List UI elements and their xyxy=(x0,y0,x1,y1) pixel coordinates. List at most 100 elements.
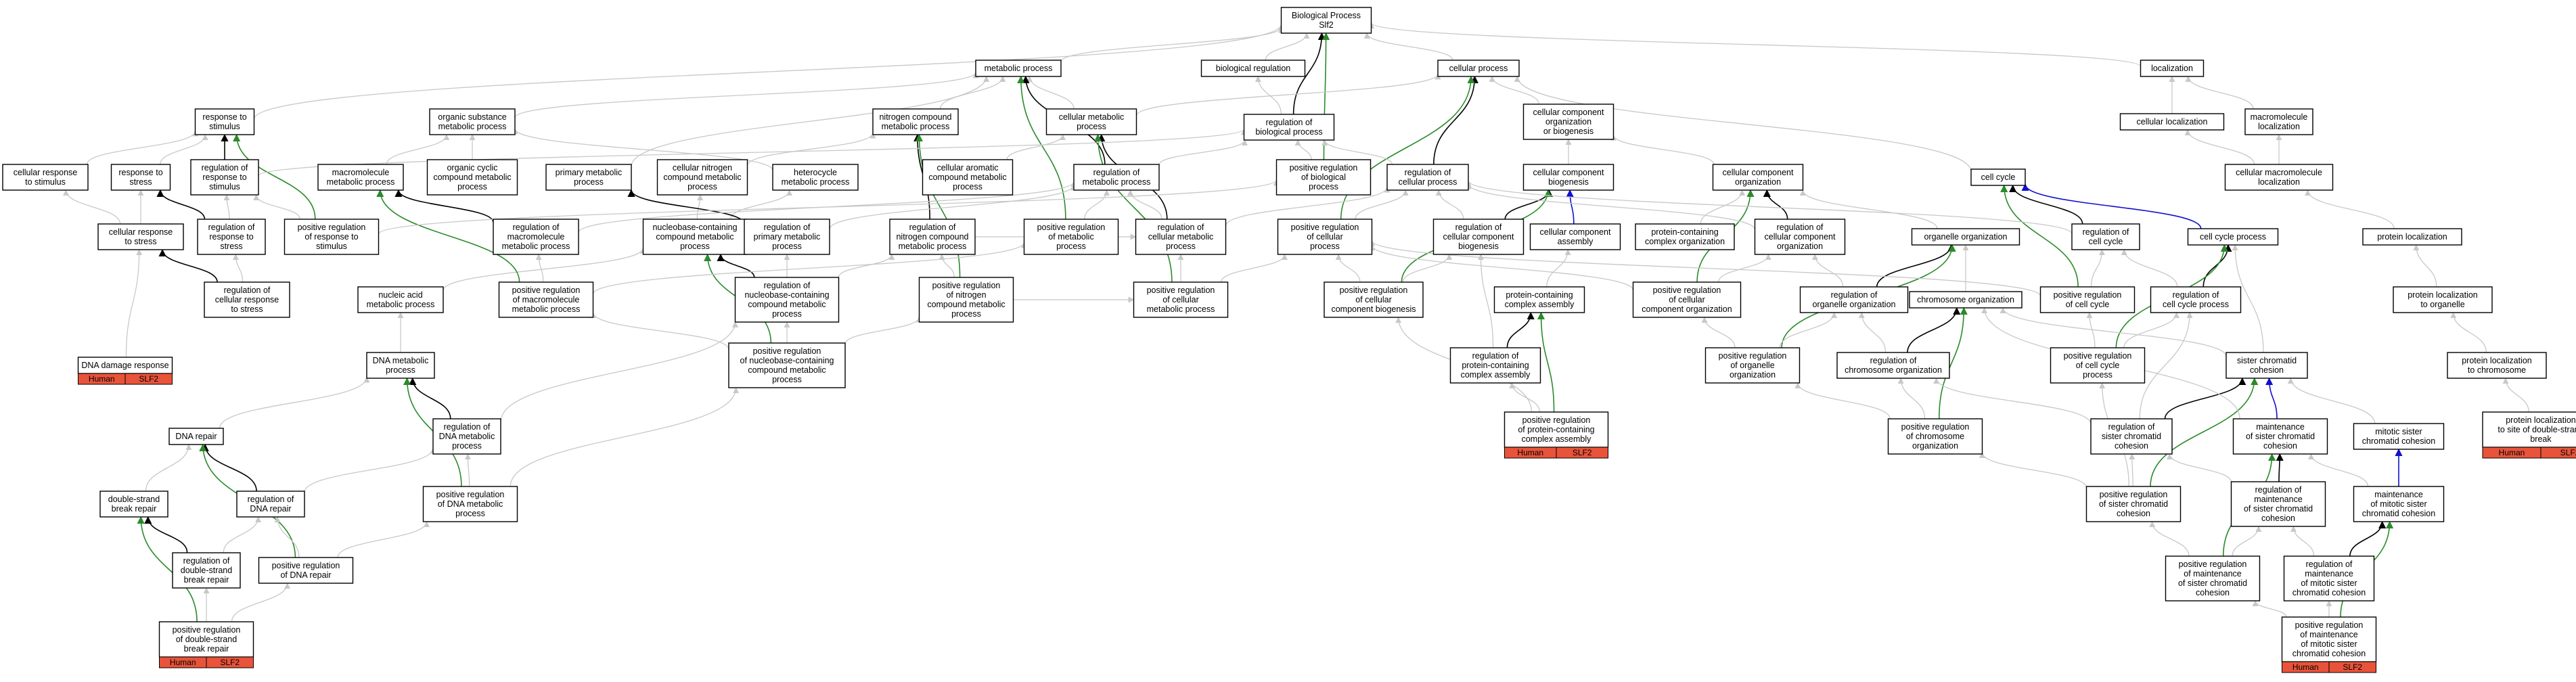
go-term-label: of cell cycle xyxy=(2076,361,2120,370)
go-term-label: cellular metabolic xyxy=(1059,112,1125,122)
go-term-localization[interactable]: localization xyxy=(2140,60,2205,77)
go-term-prot-loc[interactable]: protein localization xyxy=(2362,228,2462,246)
go-term-cellproc[interactable]: cellular process xyxy=(1437,60,1520,77)
go-term-cc-process[interactable]: cell cycle process xyxy=(2187,228,2279,246)
go-term-label: of sister chromatid xyxy=(2178,578,2247,588)
go-term-metabolic[interactable]: metabolic process xyxy=(975,60,1062,77)
go-term-reg-nucbase[interactable]: regulation ofnucleobase-containingcompou… xyxy=(734,277,840,323)
go-term-box xyxy=(2230,481,2326,527)
go-term-label: process xyxy=(1077,122,1106,131)
go-term-dna-repair[interactable]: DNA repair xyxy=(168,428,224,445)
go-term-organelle-org[interactable]: organelle organization xyxy=(1911,228,2020,246)
go-term-chrom-org[interactable]: chromosome organization xyxy=(1909,291,2023,309)
go-term-bioreg[interactable]: biological regulation xyxy=(1200,60,1306,77)
go-term-box xyxy=(429,108,516,135)
edge-is-a xyxy=(1701,317,1736,348)
edge-pos-reg xyxy=(1017,75,1066,220)
go-term-cell-loc[interactable]: cellular localization xyxy=(2119,113,2225,131)
go-term-label: biogenesis xyxy=(1548,177,1589,187)
go-term-cell-cycle[interactable]: cell cycle xyxy=(1970,168,2026,186)
go-term-box xyxy=(426,159,518,196)
